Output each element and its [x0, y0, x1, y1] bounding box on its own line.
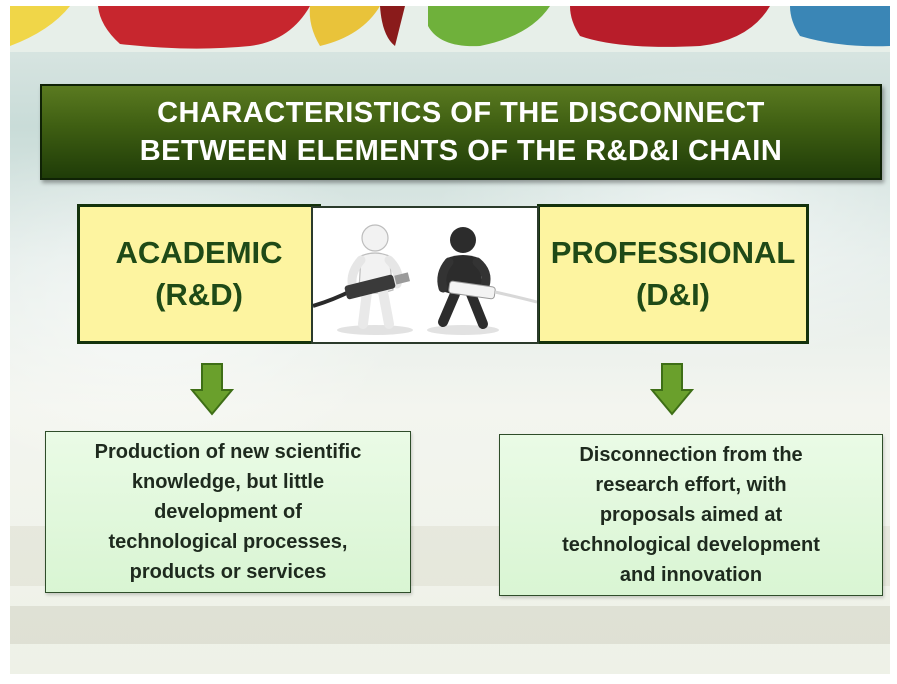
professional-sublabel: (D&I) — [635, 277, 711, 312]
decorative-top-strip — [10, 6, 890, 52]
academic-label: ACADEMIC — [115, 235, 283, 270]
title-text: CHARACTERISTICS OF THE DISCONNECT BETWEE… — [140, 94, 783, 170]
academic-description: Production of new scientific knowledge, … — [94, 441, 362, 583]
down-arrow-icon — [650, 363, 694, 416]
title-banner: CHARACTERISTICS OF THE DISCONNECT BETWEE… — [40, 84, 882, 180]
title-line-2: BETWEEN ELEMENTS OF THE R&D&I CHAIN — [139, 135, 783, 167]
background-band — [10, 606, 890, 644]
disconnected-figures-image — [311, 206, 539, 344]
academic-sublabel: (R&D) — [155, 277, 243, 312]
two-figures-disconnected-usb-cable-icon — [312, 224, 538, 335]
professional-label: PROFESSIONAL — [550, 235, 796, 270]
professional-description: Disconnection from the research effort, … — [562, 444, 820, 586]
academic-box: ACADEMIC (R&D) — [77, 204, 321, 344]
professional-box: PROFESSIONAL (D&I) — [537, 204, 809, 344]
academic-description-box: Production of new scientific knowledge, … — [45, 431, 411, 593]
down-arrow-icon — [190, 363, 234, 416]
professional-description-box: Disconnection from the research effort, … — [499, 434, 883, 596]
title-line-1: CHARACTERISTICS OF THE DISCONNECT — [157, 97, 765, 129]
